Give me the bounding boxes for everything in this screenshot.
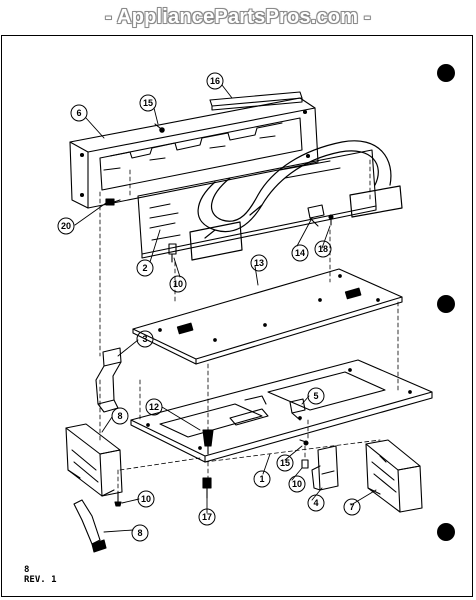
callout-label-20: 20: [61, 221, 71, 231]
callout-14: [291, 244, 309, 262]
assembly-guide-lines: [99, 159, 399, 493]
part-13-circuit-board: [132, 268, 403, 365]
part-3-bracket: [95, 347, 122, 413]
diagram-frame: [1, 35, 473, 597]
callout-13: [250, 254, 268, 272]
callout-20: [57, 217, 75, 235]
binder-hole-top: [437, 64, 455, 82]
callout-label-13: 13: [254, 258, 264, 268]
callout-1: [253, 470, 271, 488]
watermark-text: - AppliancePartsPros.com -: [105, 6, 371, 28]
part-10-fastener-upper: [168, 243, 177, 263]
callout-label-16: 16: [210, 76, 220, 86]
part-2-display-board: [137, 149, 377, 259]
part-20-clip: [105, 198, 121, 206]
callout-label-8-lower: 8: [137, 528, 142, 538]
binder-hole-bottom: [437, 523, 455, 541]
callout-label-3: 3: [142, 334, 147, 344]
part-16-trim-strip: [209, 91, 303, 111]
callout-label-15-upper: 15: [143, 98, 153, 108]
callout-label-5: 5: [313, 391, 318, 401]
callout-2: [136, 259, 154, 277]
callout-label-12: 12: [149, 402, 159, 412]
callout-5: [307, 387, 325, 405]
callout-12: [145, 398, 163, 416]
part-15-screw-lower: [299, 439, 309, 446]
callout-15-lower: [276, 454, 294, 472]
callout-label-2: 2: [142, 263, 147, 273]
callout-leaders: [74, 84, 377, 533]
callout-6-upper: [70, 104, 88, 122]
part-1-base-plate: [130, 359, 433, 463]
part-8-channel-rail: [65, 423, 123, 497]
callout-17: [198, 508, 216, 526]
callout-label-6-upper: 6: [76, 108, 81, 118]
callout-label-4: 4: [313, 498, 318, 508]
callout-label-7: 7: [349, 502, 354, 512]
part-18-screw: [328, 214, 334, 226]
callout-10-lower: [137, 490, 155, 508]
callout-7: [343, 498, 361, 516]
binder-hole-middle: [437, 295, 455, 313]
callout-15-upper: [139, 94, 157, 112]
callout-8-lower: [131, 524, 149, 542]
page-number: 8: [24, 565, 30, 575]
callout-3: [136, 330, 154, 348]
callout-label-14: 14: [295, 248, 305, 258]
callout-label-1: 1: [259, 474, 264, 484]
part-17-foot-screw: [202, 477, 212, 499]
callout-label-10-upper: 10: [173, 279, 183, 289]
callout-label-17: 17: [202, 512, 212, 522]
callout-10-middle: [288, 475, 306, 493]
callout-16: [206, 72, 224, 90]
part-10-fastener-lower: [114, 491, 122, 507]
callout-label-8-upper: 8: [117, 411, 122, 421]
revision-label: REV. 1: [24, 575, 57, 585]
part-15-screw: [154, 123, 165, 133]
callout-8-upper: [111, 407, 129, 425]
part-10-fastener-middle: [301, 459, 309, 469]
part-5-clip: [289, 398, 306, 421]
part-4-bracket: [311, 445, 339, 491]
ribbon-cable: [189, 140, 403, 261]
part-12-standoff: [202, 429, 214, 455]
callout-label-10-middle: 10: [292, 479, 302, 489]
callout-label-15-lower: 15: [280, 458, 290, 468]
callout-markers: [57, 72, 361, 542]
callout-label-18: 18: [318, 244, 328, 254]
callout-4: [307, 494, 325, 512]
part-6-control-panel-frame: [69, 97, 319, 209]
callout-label-10-lower: 10: [141, 494, 151, 504]
part-8-lever: [73, 499, 107, 553]
part-7-channel-rail: [365, 439, 423, 513]
callout-18: [314, 240, 332, 258]
callout-10-upper: [169, 275, 187, 293]
